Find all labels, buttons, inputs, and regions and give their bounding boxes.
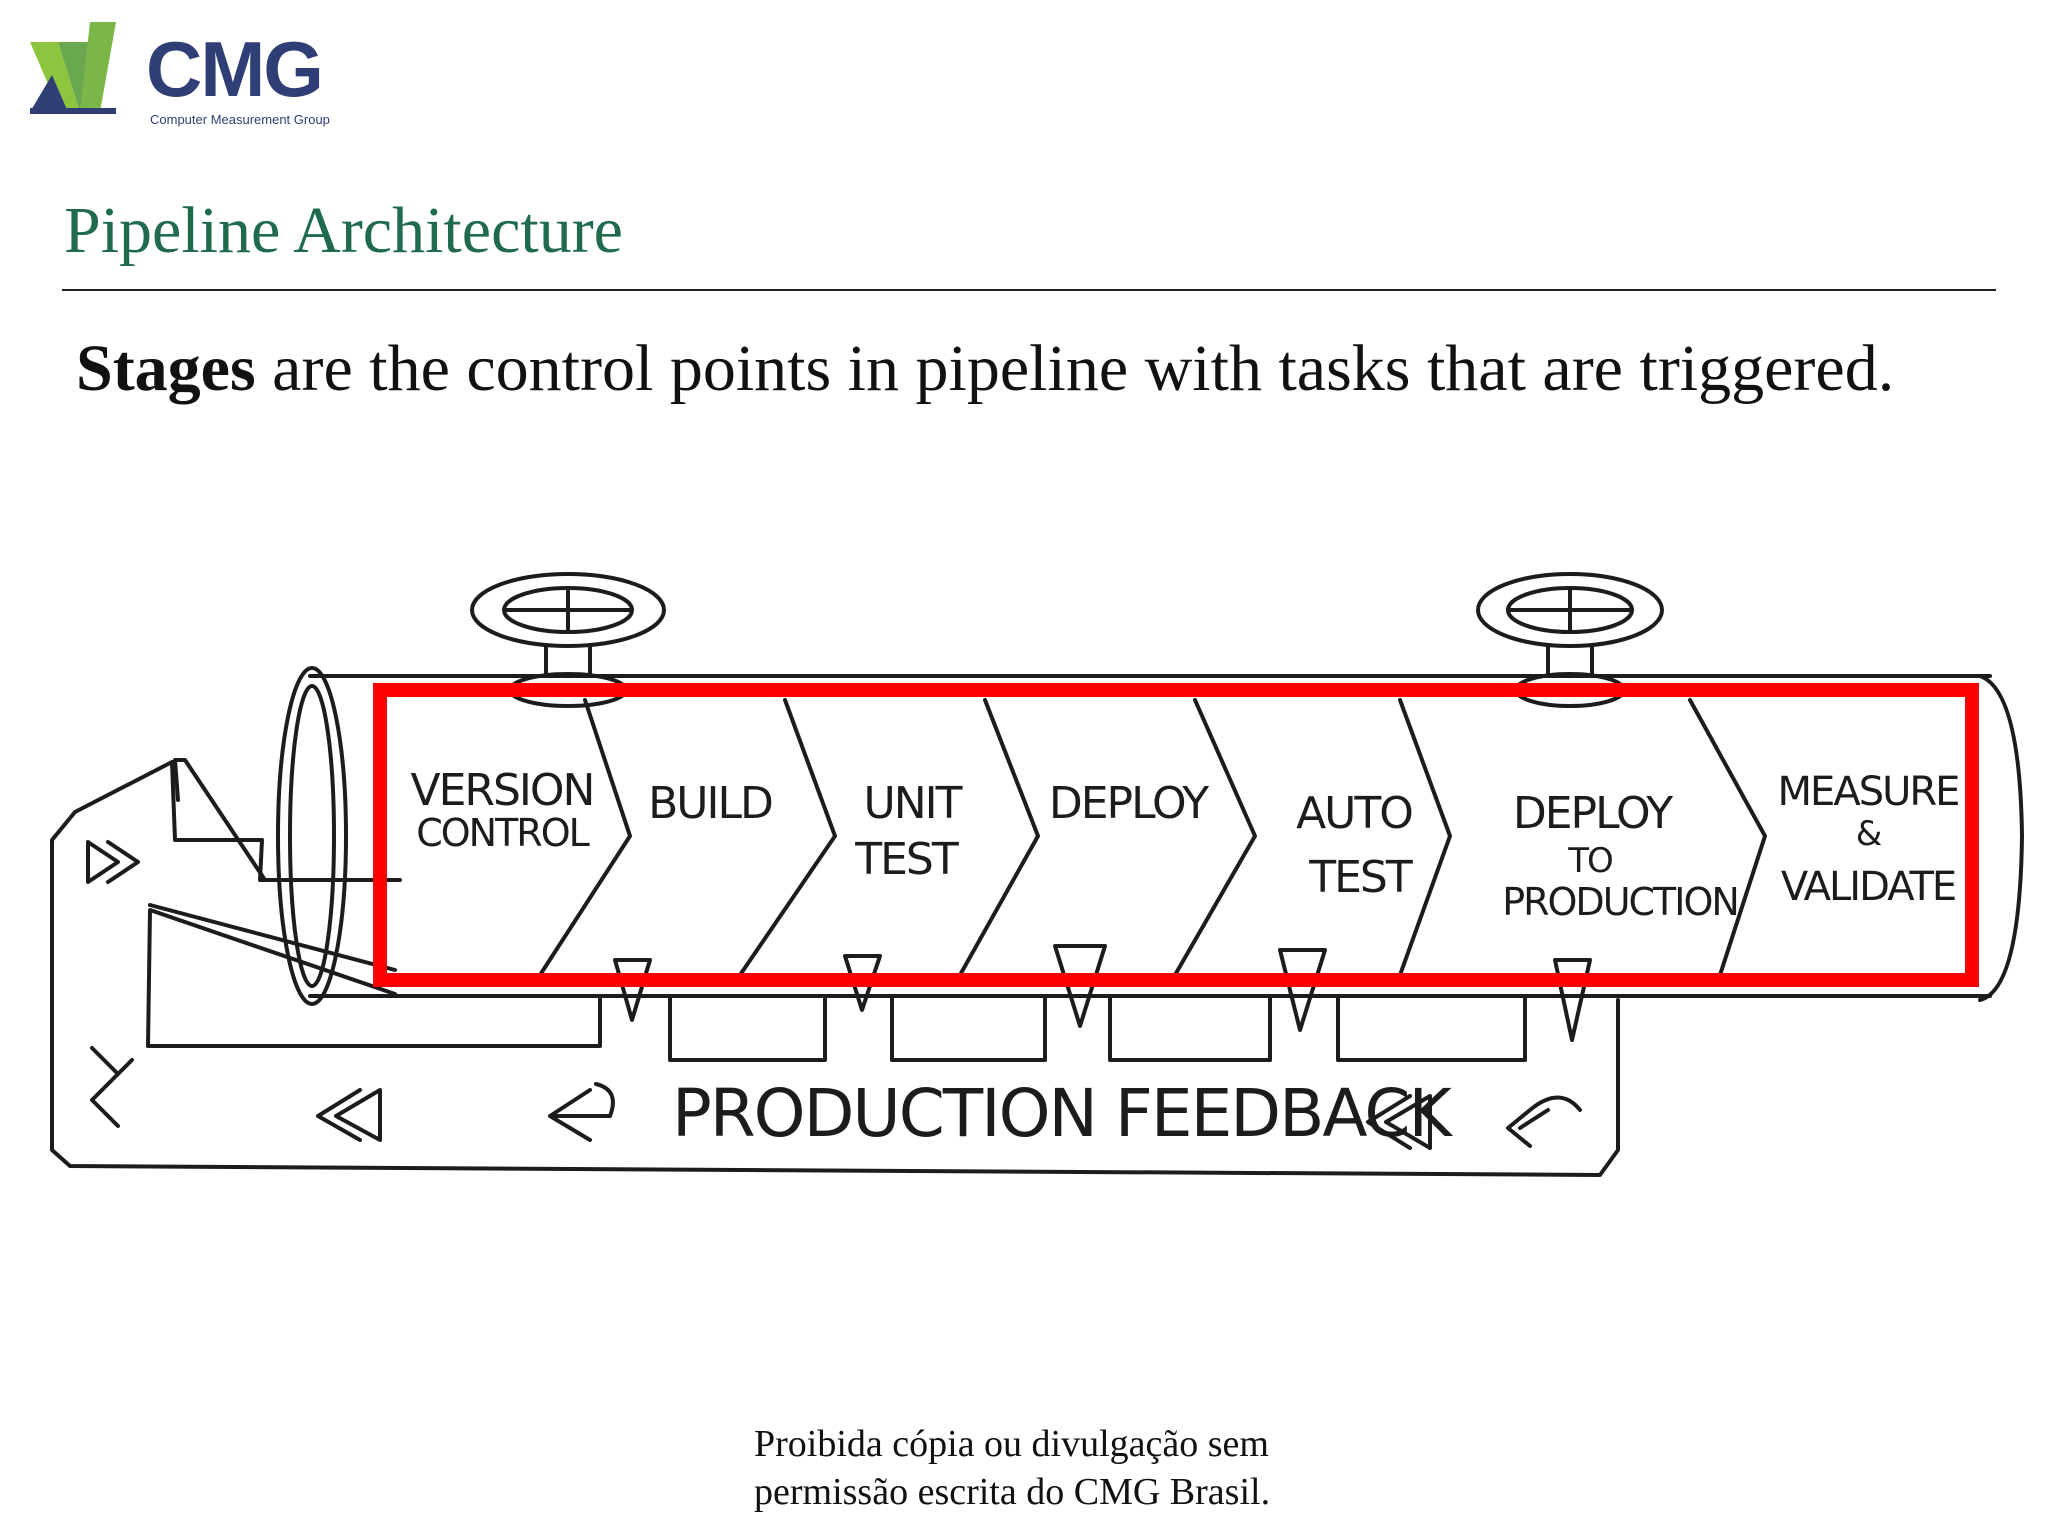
feedback-label: PRODUCTION FEEDBACK (672, 1075, 1453, 1152)
slide-title: Pipeline Architecture (64, 194, 623, 267)
arrow-curve-left-icon (548, 1082, 615, 1142)
stage-label: VERSION (411, 765, 594, 816)
statement-text: are the control points in pipeline with … (255, 332, 1895, 405)
right-valve-icon (1476, 572, 1664, 708)
arrow-right-icon (86, 840, 140, 884)
statement-bold-term: Stages (76, 332, 256, 405)
stage-label: DEPLOY (1049, 778, 1209, 829)
stage-label: MEASURE (1778, 769, 1959, 815)
arrow-down-icon (90, 1046, 134, 1128)
stage-label: UNIT (864, 778, 963, 829)
pipe-body (276, 666, 2024, 1006)
arrow-left-icon-2 (1366, 1094, 1432, 1150)
stage-label: PRODUCTION (1502, 880, 1738, 924)
stage-chevrons (538, 698, 1767, 977)
stage-label: VALIDATE (1781, 864, 1955, 910)
stage-label: TO (1567, 841, 1612, 881)
footer-line-1: Proibida cópia ou divulgação sem (754, 1423, 1269, 1465)
arrow-left-icon (316, 1088, 382, 1142)
cmg-logo-mark-icon (30, 22, 116, 114)
arrow-curve-icon (1506, 1095, 1582, 1148)
stage-label: TEST (854, 834, 959, 885)
stage-labels: VERSION CONTROL BUILD UNIT TEST DEPLOY A… (411, 765, 1961, 924)
stages-highlight-box (373, 683, 1979, 987)
stage-label: CONTROL (416, 811, 589, 855)
logo-wordmark: CMG (146, 25, 324, 113)
footer-line-2: permissão escrita do CMG Brasil. (754, 1471, 1271, 1513)
stage-label: AUTO (1296, 788, 1412, 839)
stage-label: & (1856, 814, 1882, 854)
stage-label: BUILD (648, 778, 772, 829)
feedback-connectors (613, 944, 1592, 1062)
stage-label: DEPLOY (1513, 788, 1673, 839)
cmg-logo: CMG Computer Measurement Group (28, 20, 338, 130)
copyright-notice: Proibida cópia ou divulgação sem permiss… (754, 1420, 1314, 1516)
feedback-loop (50, 758, 1620, 1177)
stage-label: TEST (1308, 852, 1413, 903)
title-divider (62, 289, 1996, 291)
slide-statement: Stages are the control points in pipelin… (76, 336, 1894, 402)
logo-subtitle: Computer Measurement Group (150, 112, 330, 127)
